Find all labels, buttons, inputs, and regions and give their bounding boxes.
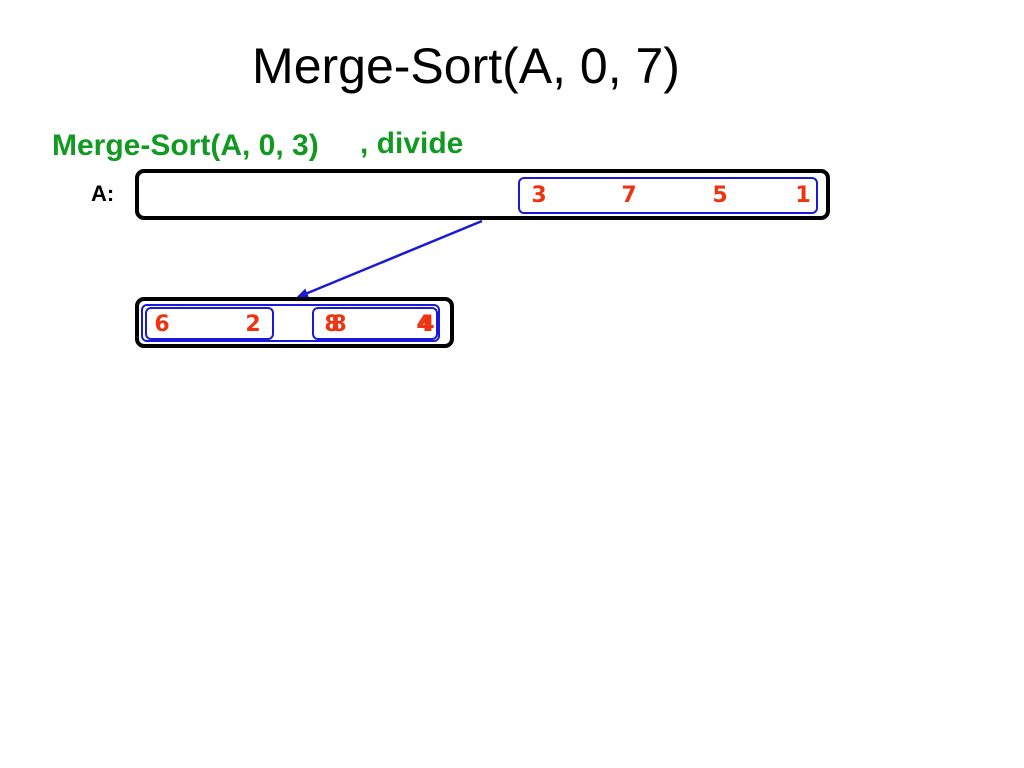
subarray-right-cell: 8 [331, 312, 347, 337]
slide-title: Merge-Sort(A, 0, 7) [252, 38, 680, 94]
subarray-right-half-box [312, 307, 438, 340]
array-a-cell: 3 [531, 183, 547, 208]
current-call-step: , divide [360, 127, 464, 160]
array-a-cell: 7 [621, 183, 637, 208]
array-a-right-half-box [518, 177, 818, 214]
array-a-box [135, 169, 830, 220]
array-label: A: [91, 181, 115, 206]
subarray-left-cell: 6 [154, 312, 170, 337]
subarray-left-cell: 2 [245, 312, 261, 337]
subarray-right-cell: 8 [324, 312, 340, 337]
current-call-label: Merge-Sort(A, 0, 3) [52, 129, 319, 162]
subarray-box [135, 297, 454, 348]
subarray-left-half-box [145, 307, 274, 340]
arrow-line [296, 219, 483, 299]
subarray-inner-box [141, 304, 440, 342]
subarray-right-cell: 4 [416, 312, 432, 337]
array-a-cell: 1 [795, 183, 811, 208]
subarray-right-cell: 4 [419, 312, 435, 337]
array-a-cell: 5 [712, 183, 728, 208]
